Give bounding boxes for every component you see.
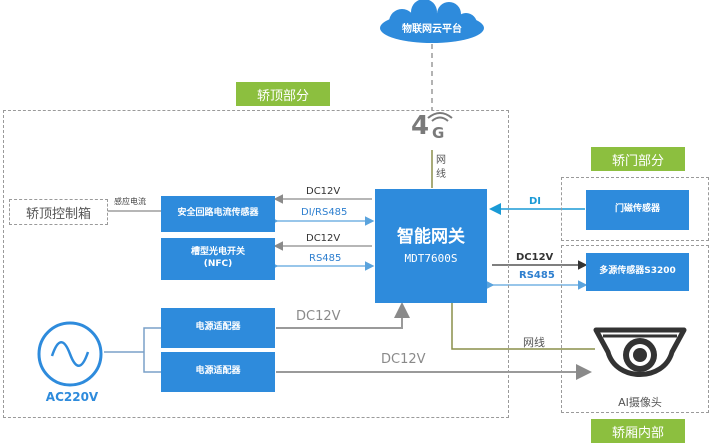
slot-photo-switch-nfc-label: (NFC) <box>203 259 233 269</box>
region-tag-car-interior: 轿厢内部 <box>591 419 685 443</box>
dc12v-safety-label: DC12V <box>306 186 341 197</box>
dc12v-slot-label: DC12V <box>306 233 341 244</box>
ac220v-label: AC220V <box>45 390 99 404</box>
di-rs485-label: DI/RS485 <box>301 207 348 218</box>
sensing-current-label: 感应电流 <box>114 197 146 206</box>
rs485-slot-label: RS485 <box>309 253 342 264</box>
region-car-interior <box>561 245 709 413</box>
ai-camera-label: AI摄像头 <box>618 396 662 409</box>
power-adapter-2-label: 电源适配器 <box>195 366 241 377</box>
dc12v-adapter1-label: DC12V <box>296 309 341 324</box>
slot-photo-switch-box: 槽型光电开关 (NFC) <box>161 238 275 280</box>
door-magnetic-sensor-box: 门磁传感器 <box>586 190 689 230</box>
multi-source-sensor-label: 多源传感器S3200 <box>599 266 676 277</box>
region-car-door <box>561 177 709 241</box>
dc12v-multi-label: DC12V <box>516 252 554 263</box>
smart-gateway-box <box>375 189 487 303</box>
ac-branch-line <box>143 327 161 373</box>
safety-current-sensor-box: 安全回路电流传感器 <box>161 196 275 232</box>
multi-source-sensor-box: 多源传感器S3200 <box>586 253 689 291</box>
camera-icon <box>593 327 687 377</box>
network-line-camera <box>451 303 595 350</box>
power-adapter-1-label: 电源适配器 <box>195 322 241 333</box>
region-car-top <box>3 110 509 418</box>
safety-current-sensor-label: 安全回路电流传感器 <box>177 208 259 219</box>
power-adapter-1-box: 电源适配器 <box>161 308 275 348</box>
dc12v-adapter1-line <box>276 302 410 329</box>
region-tag-car-top: 轿顶部分 <box>236 82 330 106</box>
slot-photo-switch-label: 槽型光电开关 <box>190 247 245 258</box>
network-horizontal-label: 网线 <box>523 336 545 349</box>
dc12v-adapter2-label: DC12V <box>381 352 426 367</box>
rs485-multi-label: RS485 <box>519 270 555 281</box>
signal-4g-icon <box>427 112 453 122</box>
car-top-control-box: 轿顶控制箱 <box>9 199 108 225</box>
region-tag-car-door: 轿门部分 <box>591 147 685 171</box>
door-magnetic-sensor-label: 门磁传感器 <box>614 204 660 215</box>
signal-4g-digit: 4 <box>411 111 430 141</box>
di-door-label: DI <box>529 196 542 207</box>
network-vertical-label: 网线 <box>436 155 446 180</box>
signal-4g-letter: G <box>432 124 445 142</box>
cloud-label: 物联网云平台 <box>402 24 462 35</box>
power-adapter-2-box: 电源适配器 <box>161 352 275 392</box>
gateway-model: MDT7600S <box>404 252 458 265</box>
gateway-title: 智能网关 <box>397 227 465 247</box>
cloud-icon <box>380 0 484 43</box>
